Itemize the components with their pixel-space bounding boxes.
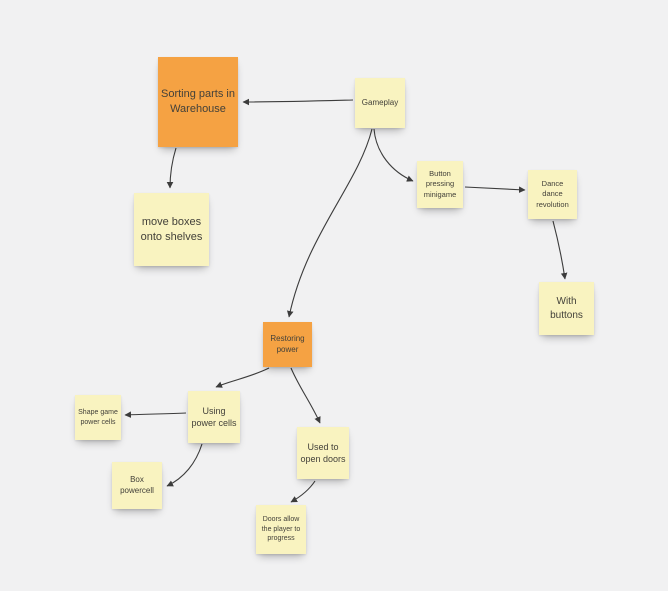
- sticky-note-used-to-open-doors[interactable]: Used to open doors: [297, 427, 349, 479]
- connector-using-cells-to-shape-game[interactable]: [124, 411, 187, 418]
- sticky-note-dance-dance-revolution[interactable]: Dance dance revolution: [528, 170, 577, 219]
- connector-ddr-to-with-buttons[interactable]: [552, 220, 568, 280]
- sticky-note-text: Dance dance revolution: [536, 179, 569, 209]
- connector-gameplay-to-sorting[interactable]: [242, 98, 354, 106]
- sticky-note-text: Doors allow the player to progress: [261, 516, 301, 543]
- sticky-note-text: Using power cells: [191, 405, 237, 428]
- sticky-note-shape-game-power-cells[interactable]: Shape game power cells: [75, 395, 121, 440]
- connector-open-doors-to-doors-allow[interactable]: [290, 480, 316, 503]
- sticky-note-text: Button pressing minigame: [423, 169, 457, 199]
- sticky-note-text: move boxes onto shelves: [140, 215, 203, 243]
- sticky-note-using-power-cells[interactable]: Using power cells: [188, 391, 240, 443]
- connector-button-pressing-to-ddr[interactable]: [464, 186, 526, 193]
- sticky-note-text: Sorting parts in Warehouse: [161, 88, 235, 115]
- sticky-note-box-powercell[interactable]: Box powercell: [112, 462, 162, 509]
- connector-using-cells-to-box-powercell[interactable]: [166, 443, 203, 487]
- connector-gameplay-to-button-pressing[interactable]: [373, 128, 414, 182]
- sticky-note-move-boxes[interactable]: move boxes onto shelves: [134, 193, 209, 266]
- connector-restoring-to-open-doors[interactable]: [290, 367, 321, 424]
- sticky-note-text: Box powercell: [120, 474, 154, 495]
- sticky-note-text: Used to open doors: [300, 441, 346, 464]
- sticky-note-text: With buttons: [550, 296, 583, 321]
- connector-sorting-to-move-boxes[interactable]: [166, 147, 177, 189]
- connector-gameplay-to-restoring-power[interactable]: [287, 128, 373, 318]
- sticky-note-doors-allow-progress[interactable]: Doors allow the player to progress: [256, 505, 306, 554]
- connector-restoring-to-using-cells[interactable]: [215, 367, 270, 388]
- sticky-note-gameplay[interactable]: Gameplay: [355, 78, 405, 128]
- sticky-note-text: Restoring power: [270, 333, 305, 354]
- sticky-note-text: Shape game power cells: [78, 409, 118, 426]
- sticky-note-button-pressing[interactable]: Button pressing minigame: [417, 161, 463, 208]
- sticky-note-with-buttons[interactable]: With buttons: [539, 282, 594, 335]
- sticky-note-sorting-parts-warehouse[interactable]: Sorting parts in Warehouse: [158, 57, 238, 147]
- sticky-note-text: Gameplay: [361, 97, 399, 107]
- sticky-note-restoring-power[interactable]: Restoring power: [263, 322, 312, 367]
